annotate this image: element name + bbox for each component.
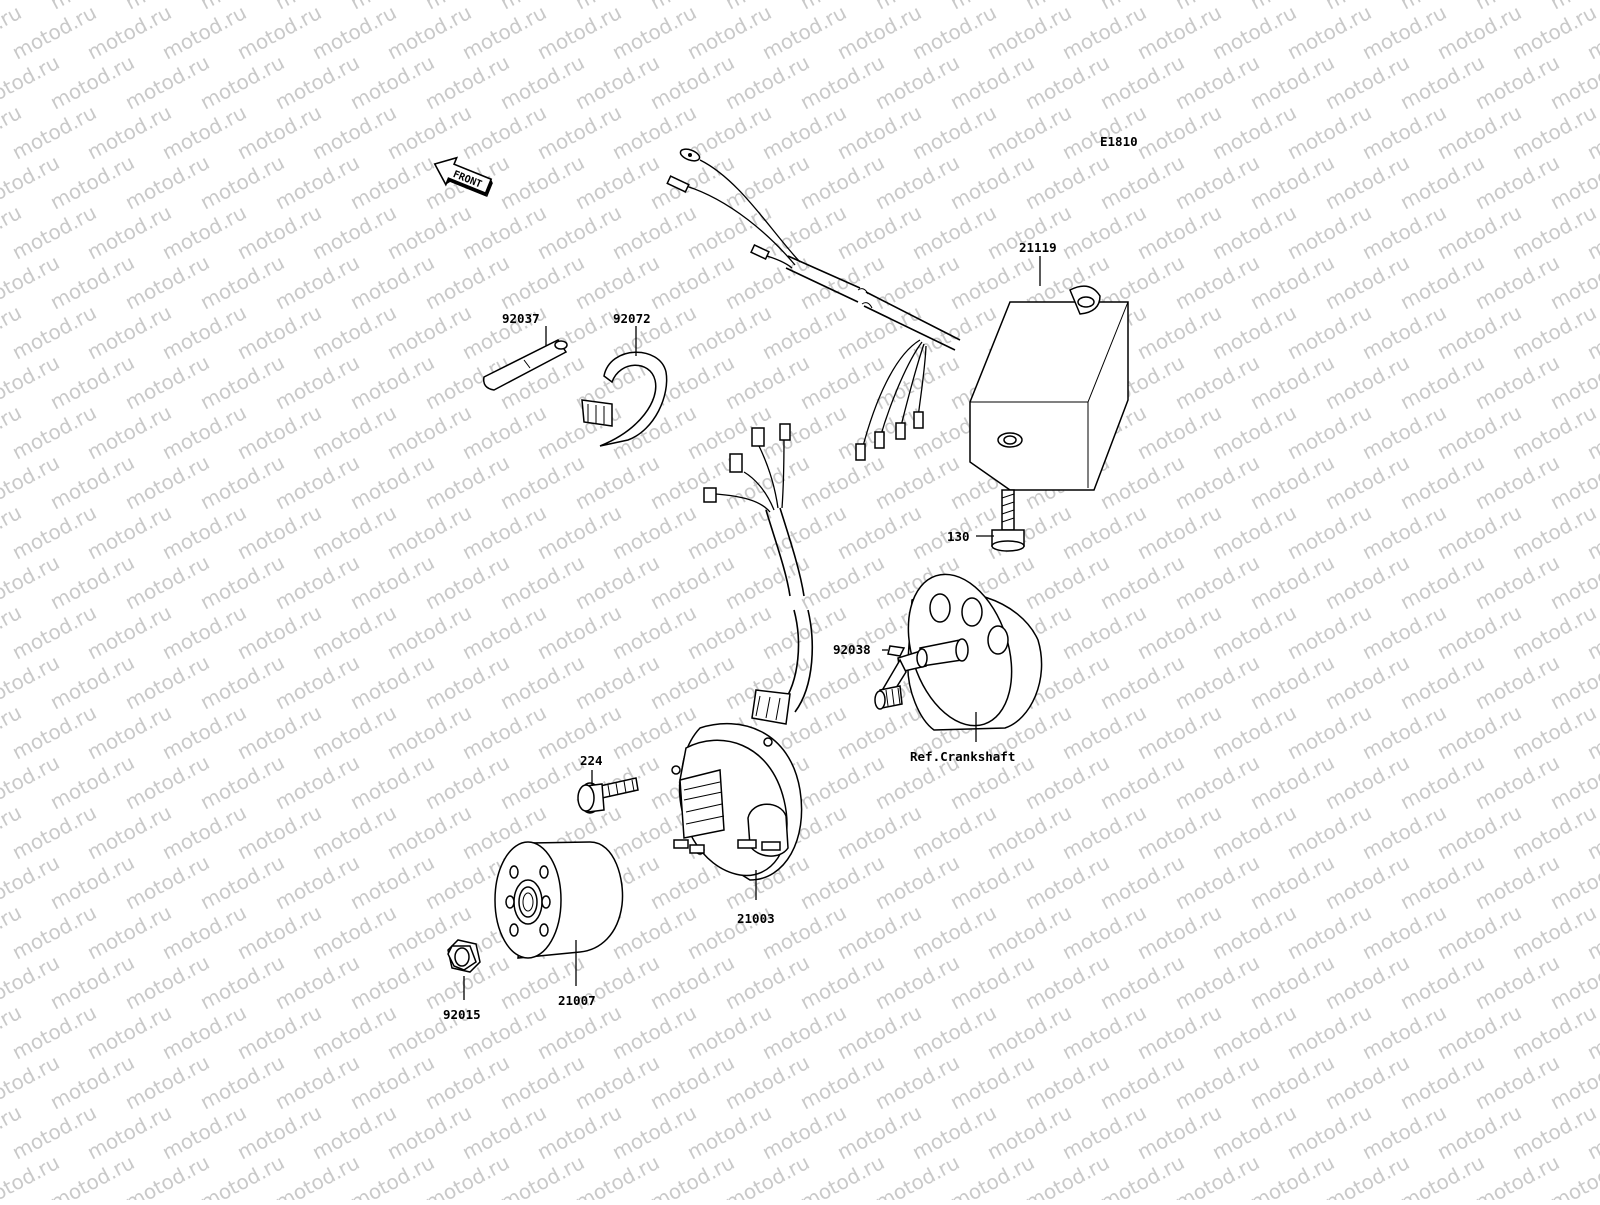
stator-screw (577, 777, 639, 814)
woodruff-key (887, 645, 906, 657)
stator-assembly (671, 423, 814, 881)
label-21007: 21007 (558, 993, 596, 1008)
leader-lines (463, 256, 1041, 1000)
flywheel-part (494, 841, 624, 959)
label-21119: 21119 (1019, 240, 1057, 255)
crankshaft-part (874, 573, 1043, 731)
label-92037: 92037 (502, 311, 540, 326)
label-92038: 92038 (833, 642, 871, 657)
label-92015: 92015 (443, 1007, 481, 1022)
label-92072: 92072 (613, 311, 651, 326)
clamp-part (581, 351, 668, 447)
flywheel-nut (447, 939, 481, 973)
diagram-code: E1810 (1100, 134, 1138, 149)
regulator-assembly (666, 148, 1129, 491)
regulator-bolt (991, 489, 1025, 552)
front-arrow-icon: FRONT (433, 156, 493, 198)
label-224: 224 (580, 753, 603, 768)
label-130: 130 (947, 529, 970, 544)
label-crankshaft-ref: Ref.Crankshaft (910, 749, 1015, 764)
holder-part (482, 339, 568, 391)
label-21003: 21003 (737, 911, 775, 926)
